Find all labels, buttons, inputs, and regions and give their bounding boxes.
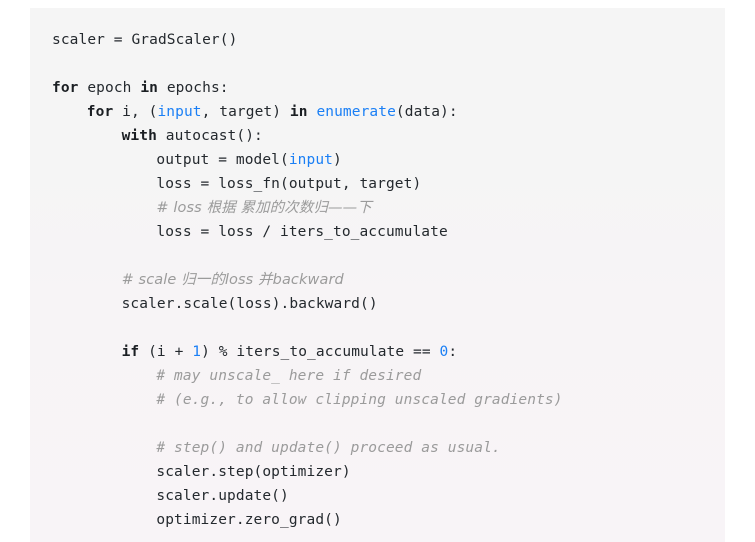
code-line: with autocast(): (30, 124, 725, 148)
code-token-plain: ) (333, 152, 342, 168)
code-token-plain: output = model( (156, 152, 289, 168)
code-line: # scale 归一的loss 并backward (30, 268, 725, 292)
code-token-keyword: in (140, 80, 158, 96)
code-line: scaler.update() (30, 484, 725, 508)
code-line: optimizer.zero_grad() (30, 508, 725, 532)
code-token-plain: , target) (201, 104, 290, 120)
code-token-plain: scaler.scale(loss).backward() (121, 296, 378, 312)
code-token-plain: scaler = GradScaler() (52, 32, 238, 48)
code-token-comment: # (e.g., to allow clipping unscaled grad… (156, 392, 563, 408)
code-line: output = model(input) (30, 148, 725, 172)
code-token-number: 1 (192, 344, 202, 360)
code-token-keyword: in (289, 104, 308, 120)
code-token-builtin: input (157, 104, 202, 120)
code-line: for i, (input, target) in enumerate(data… (30, 100, 725, 124)
code-line: # (e.g., to allow clipping unscaled grad… (30, 388, 725, 412)
code-line: loss = loss / iters_to_accumulate (30, 220, 725, 244)
code-lines-container: scaler = GradScaler() for epoch in epoch… (30, 28, 725, 532)
code-line: if (i + 1) % iters_to_accumulate == 0: (30, 340, 725, 364)
code-line: scaler.scale(loss).backward() (30, 292, 725, 316)
code-token-plain: optimizer.zero_grad() (156, 512, 342, 528)
code-token-plain: scaler.update() (156, 488, 289, 504)
code-token-plain: (i + (139, 344, 193, 360)
code-token-plain: loss = loss_fn(output, target) (156, 176, 422, 192)
code-token-comment-cn: # loss 根据 累加的次数归——下 (156, 200, 372, 216)
code-token-plain: : (448, 344, 458, 360)
code-token-number: 0 (439, 344, 449, 360)
code-token-comment-cn: # scale 归一的loss 并backward (121, 272, 344, 288)
code-line (30, 316, 725, 340)
code-token-keyword: if (121, 344, 140, 360)
code-token-plain: loss = loss / iters_to_accumulate (156, 224, 448, 240)
code-token-comment: # step() and update() proceed as usual. (156, 440, 501, 456)
code-token-builtin: enumerate (316, 104, 396, 120)
code-line (30, 244, 725, 268)
code-token-keyword: with (121, 128, 157, 144)
code-token-plain: ) % iters_to_accumulate == (201, 344, 440, 360)
code-line: # may unscale_ here if desired (30, 364, 725, 388)
code-token-plain: epoch (78, 80, 141, 96)
code-line: # loss 根据 累加的次数归——下 (30, 196, 725, 220)
code-line: loss = loss_fn(output, target) (30, 172, 725, 196)
code-token-keyword: for (52, 80, 79, 96)
code-token-comment: # may unscale_ here if desired (156, 368, 422, 384)
code-token-plain: i, ( (113, 104, 158, 120)
code-line (30, 412, 725, 436)
code-token-plain: (data): (395, 104, 458, 120)
code-block[interactable]: scaler = GradScaler() for epoch in epoch… (30, 8, 725, 542)
code-token-keyword: for (86, 104, 114, 120)
code-token-builtin: input (288, 152, 333, 168)
code-line: for epoch in epochs: (30, 76, 725, 100)
code-line (30, 52, 725, 76)
code-token-plain: scaler.step(optimizer) (156, 464, 351, 480)
code-token-plain: epochs: (157, 80, 229, 96)
code-line: scaler.step(optimizer) (30, 460, 725, 484)
code-line: # step() and update() proceed as usual. (30, 436, 725, 460)
code-line: scaler = GradScaler() (30, 28, 725, 52)
code-token-plain: autocast(): (156, 128, 263, 144)
